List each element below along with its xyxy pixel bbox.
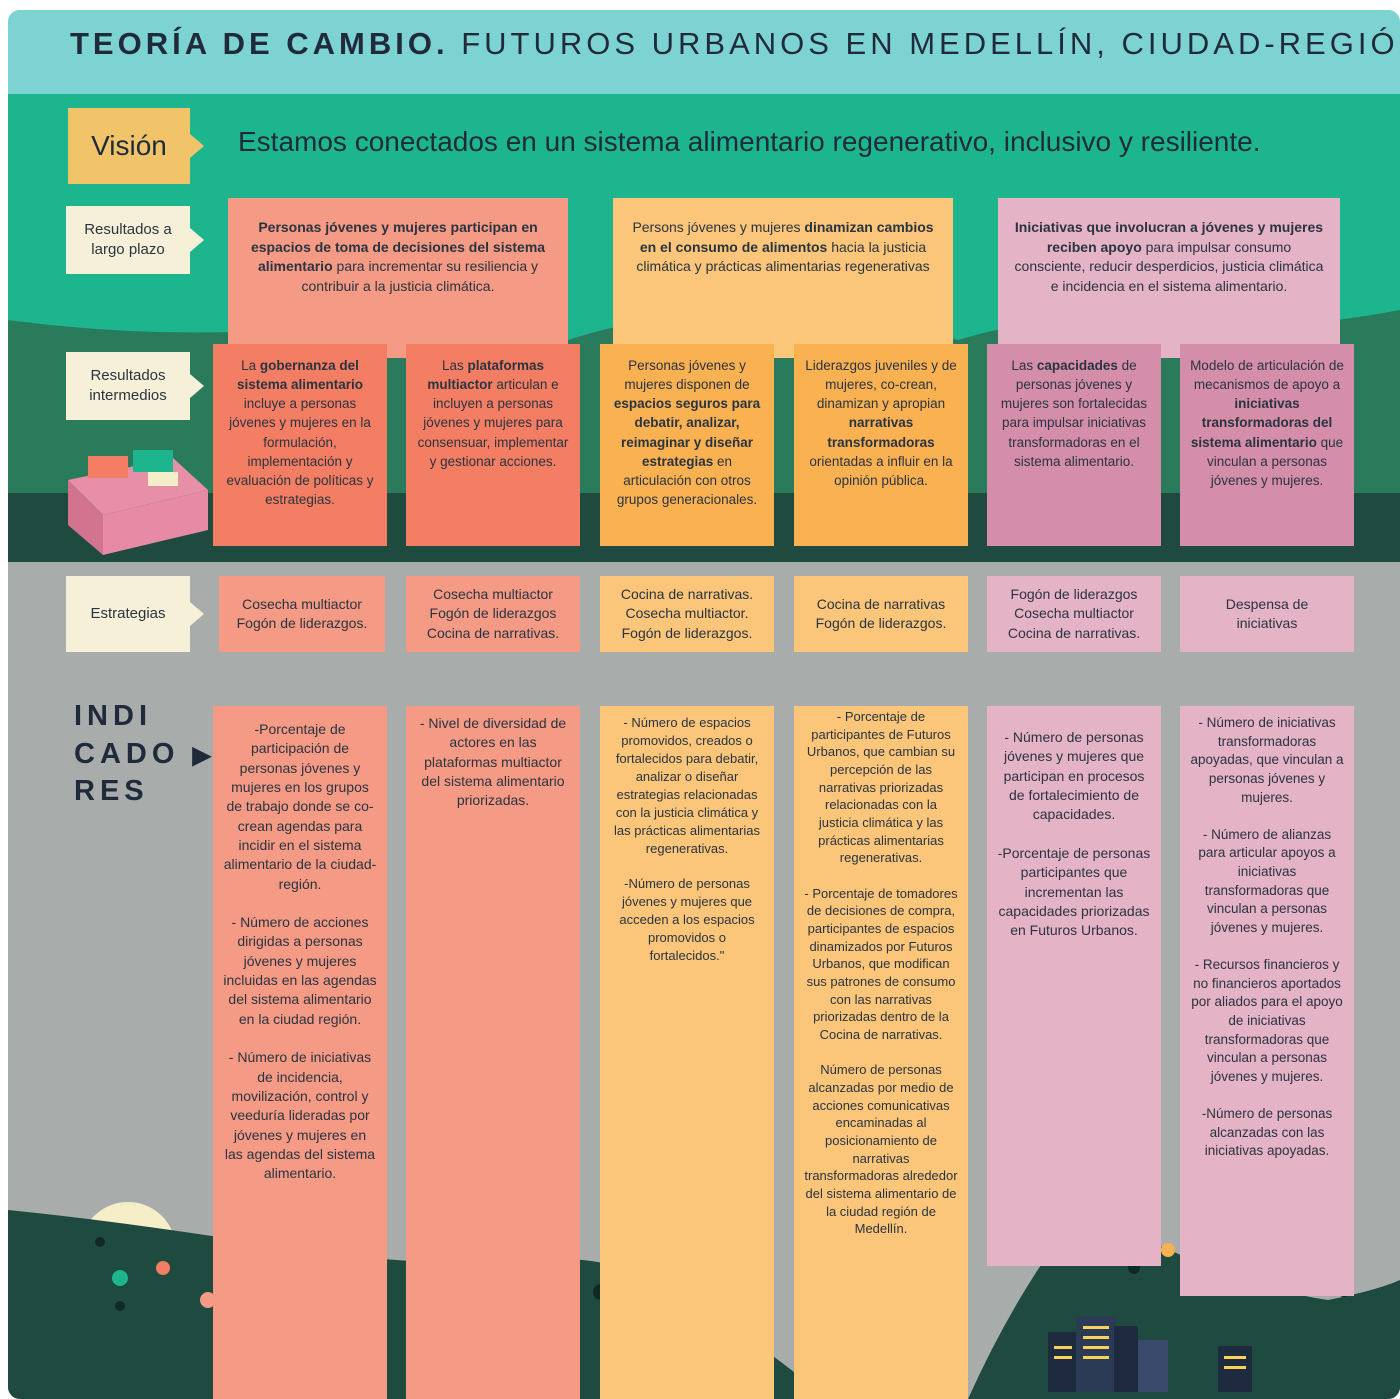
strategy-card-6: Despensa de iniciativas	[1180, 576, 1354, 652]
indicator-column-1: -Porcentaje de participación de personas…	[213, 706, 387, 1399]
arrow-right-icon	[190, 134, 204, 158]
vision-statement: Estamos conectados en un sistema aliment…	[238, 126, 1261, 157]
intermediate-card-3: Personas jóvenes y mujeres disponen de e…	[600, 344, 774, 546]
intermediate-label: Resultados intermedios	[66, 352, 190, 420]
infographic: TEORÍA DE CAMBIO. FUTUROS URBANOS EN MED…	[8, 10, 1400, 1399]
strategy-card-1: Cosecha multiactor Fogón de liderazgos.	[219, 576, 385, 652]
intermediate-card-1: La gobernanza del sistema alimentario in…	[213, 344, 387, 546]
strategies-label: Estrategias	[66, 576, 190, 652]
arrow-right-icon	[190, 228, 204, 252]
page-title: TEORÍA DE CAMBIO. FUTUROS URBANOS EN MED…	[70, 26, 1400, 61]
long-term-label: Resultados a largo plazo	[66, 206, 190, 274]
arrow-right-icon	[190, 602, 204, 626]
indicator-column-5: - Número de personas jóvenes y mujeres q…	[987, 706, 1161, 1266]
intermediate-card-4: Liderazgos juveniles y de mujeres, co-cr…	[794, 344, 968, 546]
strategy-card-5: Fogón de liderazgos Cosecha multiactor C…	[987, 576, 1161, 652]
city-buildings-icon	[1048, 1316, 1252, 1392]
intermediate-card-2: Las plataformas multiactor articulan e i…	[406, 344, 580, 546]
long-term-card-1: Personas jóvenes y mujeres participan en…	[228, 198, 568, 358]
arrow-right-icon: ▶	[192, 741, 216, 769]
strategy-card-3: Cocina de narrativas. Cosecha multiactor…	[600, 576, 774, 652]
intermediate-card-6: Modelo de articulación de mecanismos de …	[1180, 344, 1354, 546]
arrow-right-icon	[190, 374, 204, 398]
strategy-card-2: Cosecha multiactor Fogón de liderazgos C…	[406, 576, 580, 652]
indicator-column-3: - Número de espacios promovidos, creados…	[600, 706, 774, 1399]
indicator-column-2: - Nivel de diversidad de actores en las …	[406, 706, 580, 1399]
indicator-column-4: - Porcentaje de participantes de Futuros…	[794, 706, 968, 1399]
intermediate-card-5: Las capacidades de personas jóvenes y mu…	[987, 344, 1161, 546]
strategy-card-4: Cocina de narrativas Fogón de liderazgos…	[794, 576, 968, 652]
indicators-heading: INDI CADO ▶ RES	[74, 700, 216, 808]
long-term-card-3: Iniciativas que involucran a jóvenes y m…	[998, 198, 1340, 358]
indicator-column-6: - Número de iniciativas transformadoras …	[1180, 706, 1354, 1296]
market-stall-icon	[68, 450, 208, 555]
vision-label: Visión	[68, 108, 190, 184]
long-term-card-2: Persons jóvenes y mujeres dinamizan camb…	[613, 198, 953, 358]
header-bar: TEORÍA DE CAMBIO. FUTUROS URBANOS EN MED…	[8, 10, 1400, 94]
